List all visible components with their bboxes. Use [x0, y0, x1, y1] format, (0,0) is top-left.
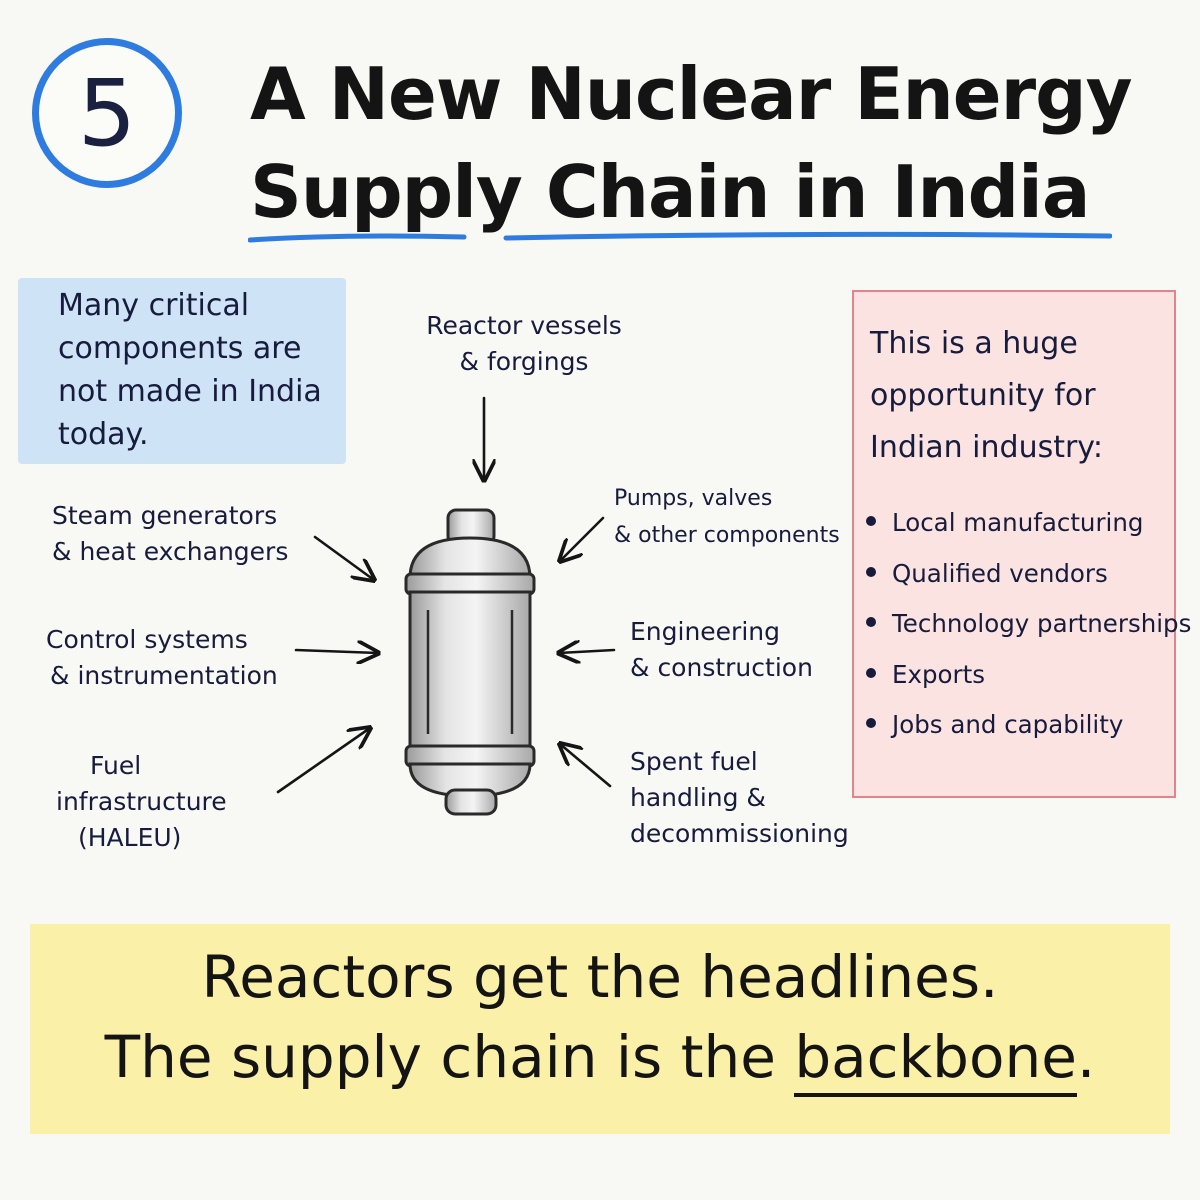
- list-item: Qualified vendors: [866, 549, 1176, 600]
- label-line: Control systems: [46, 625, 248, 654]
- label-line: Pumps, valves: [614, 486, 773, 511]
- list-item-label: Qualified vendors: [892, 558, 1108, 588]
- list-item-label: Technology partnerships: [892, 609, 1192, 638]
- opportunity-list: Local manufacturing Qualified vendors Te…: [866, 498, 1191, 751]
- label-reactor-vessels: Reactor vessels & forgings: [400, 308, 648, 380]
- takeaway-banner: [30, 924, 1170, 1134]
- bullet-icon: [866, 667, 876, 678]
- page-title-line-1: A New Nuclear Energy: [250, 52, 1133, 136]
- bullet-icon: [866, 718, 876, 728]
- list-item: Local manufacturing: [866, 498, 1176, 549]
- title-underline: [248, 231, 1112, 243]
- takeaway-line-2-suffix: .: [1076, 1023, 1096, 1091]
- list-item-label: Exports: [892, 659, 985, 689]
- opportunity-card: [852, 290, 1176, 798]
- label-line: Reactor vessels: [426, 311, 622, 340]
- takeaway-emphasis: backbone: [794, 1023, 1077, 1097]
- label-line: & other components: [614, 523, 840, 548]
- label-line: Engineering: [630, 617, 780, 646]
- list-item: Jobs and capability: [866, 700, 1176, 751]
- step-number-badge: 5: [32, 38, 182, 188]
- arrow-from-control: [294, 650, 378, 653]
- arrow-from-pumps: [560, 516, 605, 561]
- page-title-line-2: Supply Chain in India: [250, 150, 1090, 234]
- label-line: decommissioning: [630, 819, 849, 848]
- list-item-label: Jobs and capability: [892, 710, 1124, 739]
- label-line: Steam generators: [52, 501, 278, 530]
- step-number: 5: [77, 59, 137, 167]
- arrows: [276, 396, 616, 794]
- label-line: & instrumentation: [50, 661, 278, 690]
- left-note-text: Many critical components are not made in…: [58, 288, 322, 452]
- bullet-icon: [866, 617, 876, 627]
- label-line: infrastructure: [56, 787, 227, 816]
- label-line: Spent fuel: [630, 747, 758, 776]
- opportunity-heading: This is a huge opportunity for Indian in…: [870, 326, 1103, 465]
- label-line: & construction: [630, 653, 813, 682]
- label-spent-fuel: Spent fuel handling & decommissioning: [630, 744, 849, 852]
- arrow-from-steam: [313, 535, 374, 580]
- label-line: & heat exchangers: [52, 537, 289, 566]
- bullet-icon: [866, 566, 876, 577]
- label-line: handling &: [630, 783, 766, 812]
- left-note-background: [18, 278, 346, 464]
- takeaway-line-1: Reactors get the headlines.: [201, 943, 999, 1011]
- label-fuel-infrastructure: Fuel infrastructure (HALEU): [56, 748, 227, 856]
- reactor-diagram: [276, 396, 616, 816]
- label-engineering: Engineering & construction: [630, 614, 813, 686]
- label-line: (HALEU): [78, 823, 182, 852]
- page-title: A New Nuclear Energy Supply Chain in Ind…: [250, 45, 1170, 241]
- label-line: Fuel: [90, 751, 142, 780]
- bullet-icon: [866, 516, 876, 526]
- arrow-from-fuel: [276, 728, 370, 794]
- takeaway-line-2-prefix: The supply chain is the: [104, 1023, 795, 1091]
- label-steam-generators: Steam generators & heat exchangers: [52, 498, 288, 570]
- list-item: Exports: [866, 650, 1176, 701]
- reactor-vessel-icon: [404, 508, 536, 816]
- arrow-from-engineering: [559, 650, 616, 653]
- takeaway-line-2: The supply chain is the backbone.: [30, 1022, 1170, 1097]
- label-control-systems: Control systems & instrumentation: [46, 622, 278, 694]
- list-item-label: Local manufacturing: [892, 508, 1144, 537]
- arrow-from-spent-fuel: [560, 744, 612, 788]
- list-item: Technology partnerships: [866, 599, 1191, 650]
- label-pumps-valves: Pumps, valves & other components: [614, 480, 840, 554]
- label-line: & forgings: [459, 347, 589, 376]
